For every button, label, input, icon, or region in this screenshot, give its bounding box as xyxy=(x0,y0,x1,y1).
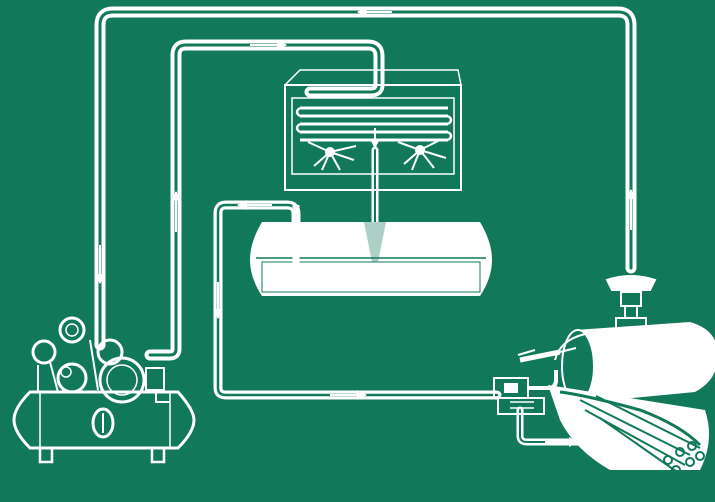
receiver-tank-icon xyxy=(250,222,492,296)
